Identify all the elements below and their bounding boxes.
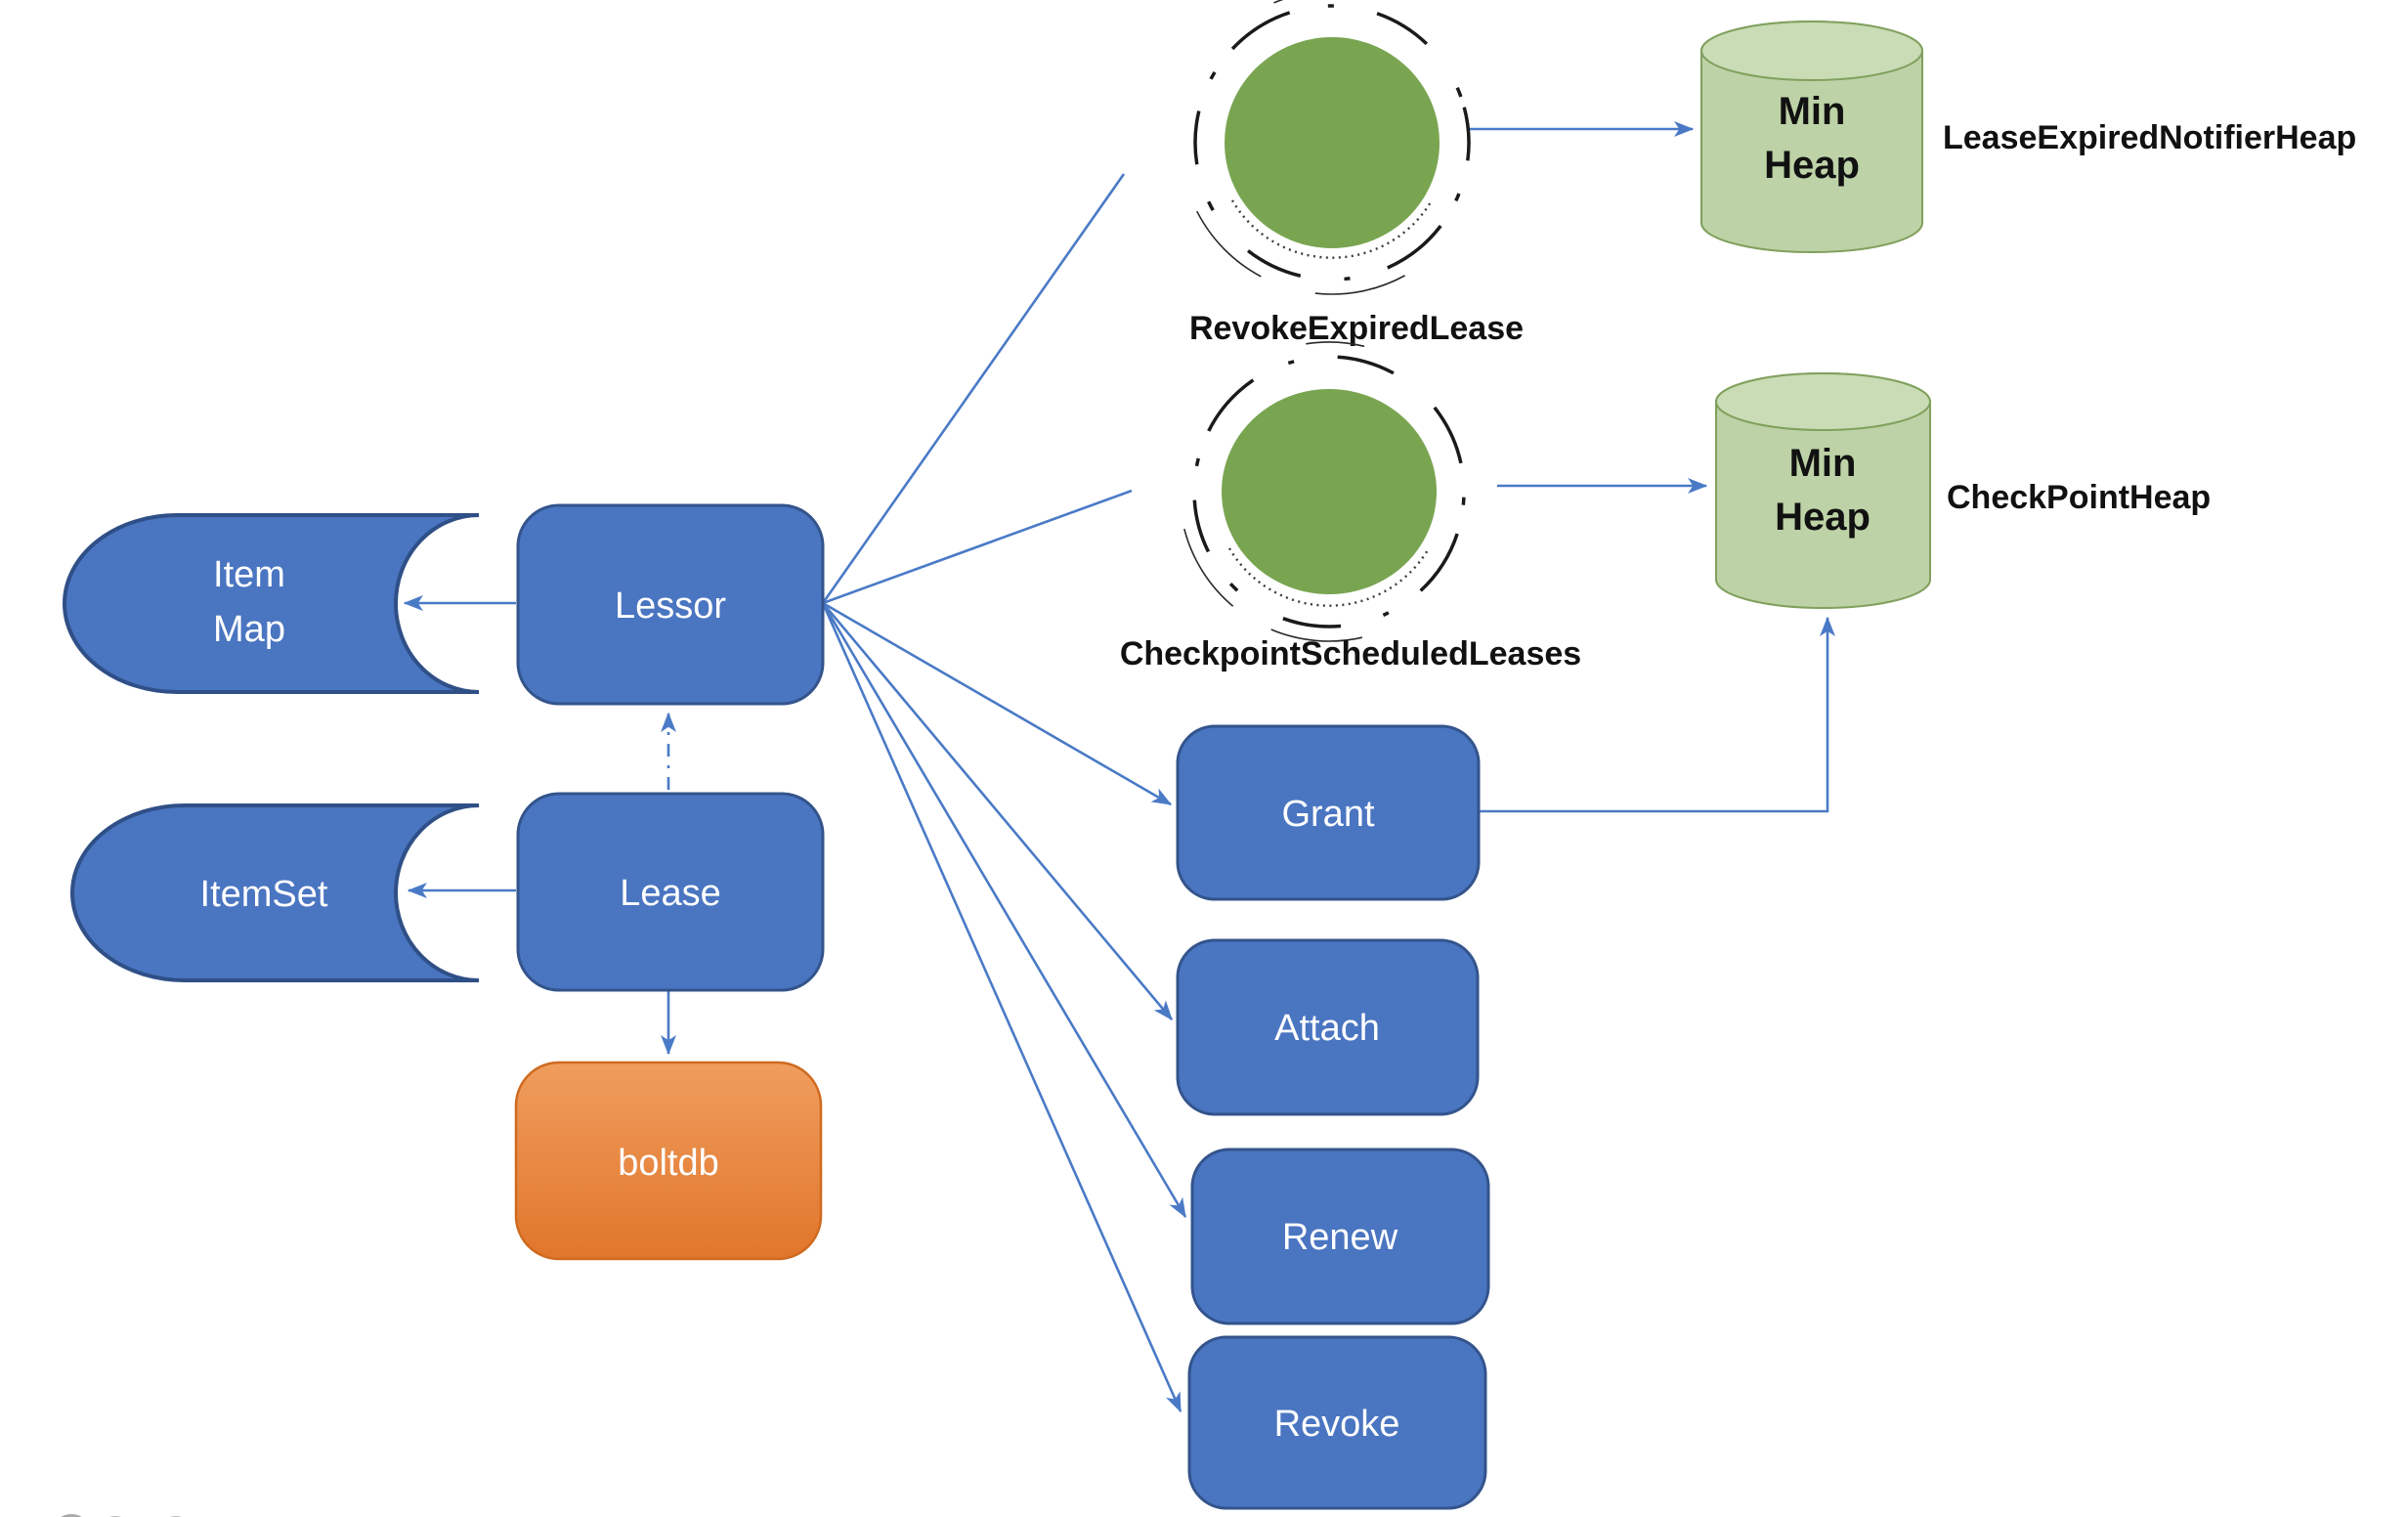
grant-box xyxy=(1176,724,1481,901)
connector-lessor-to-checkpoint-scheduled-leases xyxy=(822,489,1133,605)
revoke-expired-lease-disc xyxy=(1225,37,1440,248)
lease-label: Lease xyxy=(620,873,721,914)
checkpoint-scheduled-leases-circle xyxy=(1179,341,1480,642)
connector-lessor-to-grant xyxy=(822,601,1173,806)
revoke-box xyxy=(1187,1335,1487,1510)
checkpoint-scheduled-leases-ring-thin xyxy=(1179,341,1480,642)
connector-lessor-to-attach xyxy=(822,602,1173,1021)
checkpoint-heap-text-line1: Min xyxy=(1789,442,1857,485)
checkpoint-scheduled-leases-ring xyxy=(1192,355,1466,628)
connector-lessor-to-revoke-expired-lease xyxy=(821,173,1126,604)
connector-grant-to-checkpoint-heap xyxy=(1479,616,1835,813)
grant-label: Grant xyxy=(1281,794,1374,835)
item-map-label-line1: Item xyxy=(213,554,285,595)
lessor-box xyxy=(516,503,825,706)
boltdb-label: boltdb xyxy=(618,1143,719,1184)
notifier-cylinder-lid xyxy=(1700,21,1923,81)
connector-lessor-to-revoke xyxy=(821,602,1182,1413)
itemset-shape xyxy=(70,803,480,982)
lease-box xyxy=(516,792,825,992)
notifier-heap-text-line2: Heap xyxy=(1764,144,1860,187)
checkpoint-heap-text-line2: Heap xyxy=(1775,496,1870,539)
checkpoint-heap-caption: CheckPointHeap xyxy=(1947,479,2211,516)
notifier-heap-text-line1: Min xyxy=(1779,90,1846,133)
connector-lessor-to-renew xyxy=(821,602,1187,1219)
checkpoint-scheduled-leases-label: CheckpointScheduledLeases xyxy=(1120,635,1581,672)
renew-box xyxy=(1190,1148,1490,1325)
renew-label: Renew xyxy=(1282,1217,1398,1258)
attach-label: Attach xyxy=(1274,1008,1380,1049)
item-map-label-line2: Map xyxy=(213,609,285,650)
min-heap-cylinder-checkpoint: Min Heap xyxy=(1715,372,1931,609)
revoke-expired-lease-circle xyxy=(1180,0,1484,295)
itemset-label: ItemSet xyxy=(200,874,328,915)
boltdb-box xyxy=(514,1061,823,1261)
notifier-heap-caption: LeaseExpiredNotifierHeap xyxy=(1943,119,2356,156)
revoke-label: Revoke xyxy=(1274,1404,1400,1445)
revoke-expired-lease-ring xyxy=(1193,4,1471,282)
checkpoint-scheduled-leases-disc xyxy=(1222,389,1437,594)
revoke-expired-lease-label: RevokeExpiredLease xyxy=(1189,310,1524,347)
checkpoint-cylinder-lid xyxy=(1715,372,1931,431)
attach-box xyxy=(1176,938,1480,1116)
min-heap-cylinder-notifier: Min Heap xyxy=(1700,21,1923,253)
item-map-shape xyxy=(63,513,480,694)
lessor-label: Lessor xyxy=(615,585,726,627)
